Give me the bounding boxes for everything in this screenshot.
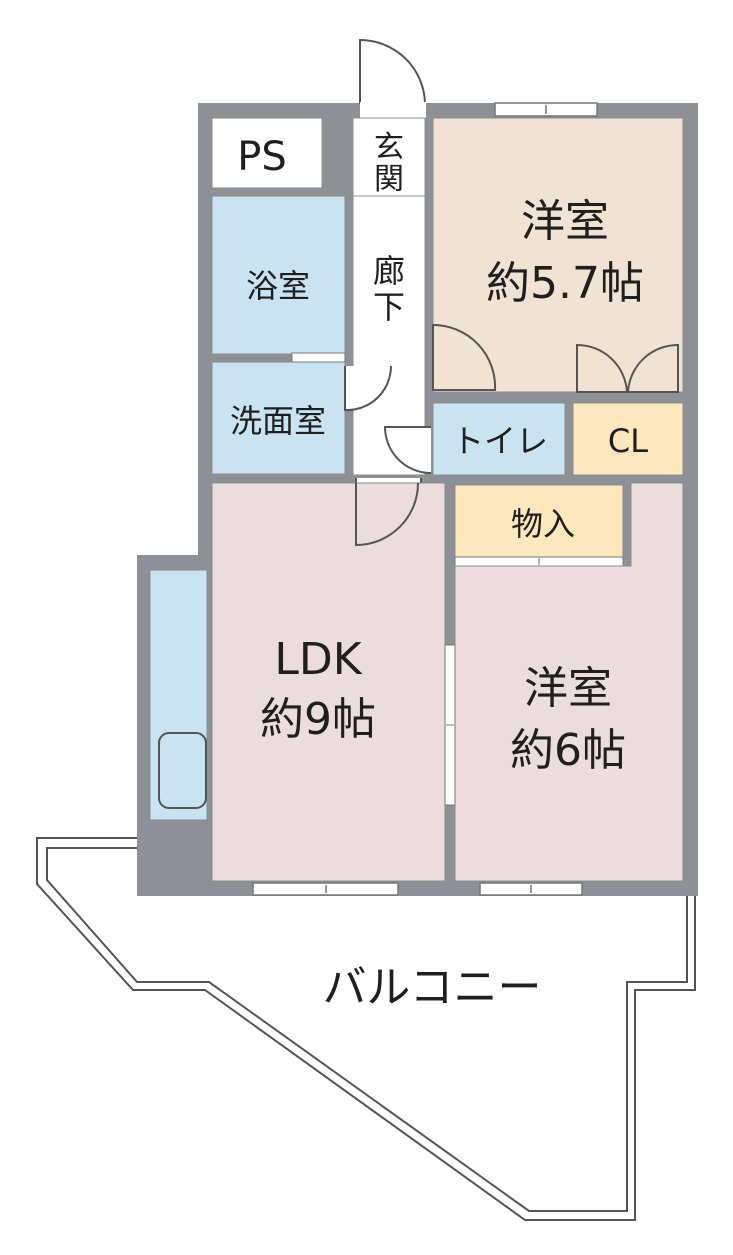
toilet-room [432,402,566,476]
svg-text:関: 関 [374,162,404,197]
closet-double-door [576,343,679,393]
ldk-room [211,482,446,882]
western-room-2-name: 洋室 [524,663,612,714]
storage-room [454,484,624,559]
washroom-room [211,361,346,475]
entrance-label-text: 玄 [374,130,404,165]
ldk-door-swing [355,482,419,547]
western-room-1-door [432,323,497,391]
ldk-sliding-door [444,644,456,806]
ps-label: PS [237,134,287,180]
entrance-label: 玄 関 [374,130,404,197]
balcony-label: バルコニー [322,962,541,1013]
western-room-1-name: 洋室 [521,196,609,247]
hallway-label: 廊 下 [373,252,405,326]
washroom-door [344,365,393,412]
ldk-size: 約9帖 [260,694,376,745]
entrance-door [359,38,427,104]
western-room-2-size: 約6帖 [510,725,626,776]
toilet-label: トイレ [452,422,548,460]
washroom-label: 洗面室 [230,402,326,440]
western-room-2 [454,482,684,882]
western-room-1-size: 約5.7帖 [486,258,644,309]
kitchen-sink [158,732,207,809]
closet-room [572,402,684,476]
hallway-room [352,117,426,476]
bath-room [211,195,346,355]
svg-text:下: 下 [373,288,405,326]
storage-label: 物入 [511,505,575,543]
entrance-opening [360,102,426,118]
window-marks [252,102,598,896]
bath-label: 浴室 [246,267,310,305]
svg-text:廊: 廊 [373,252,405,290]
balcony-outline [36,837,696,1221]
closet-label: CL [608,422,648,460]
toilet-door [383,426,432,474]
storage-sliding-door [454,556,624,567]
ps-room [211,117,323,189]
bath-sliding-door [291,352,346,363]
ldk-name: LDK [274,634,362,685]
